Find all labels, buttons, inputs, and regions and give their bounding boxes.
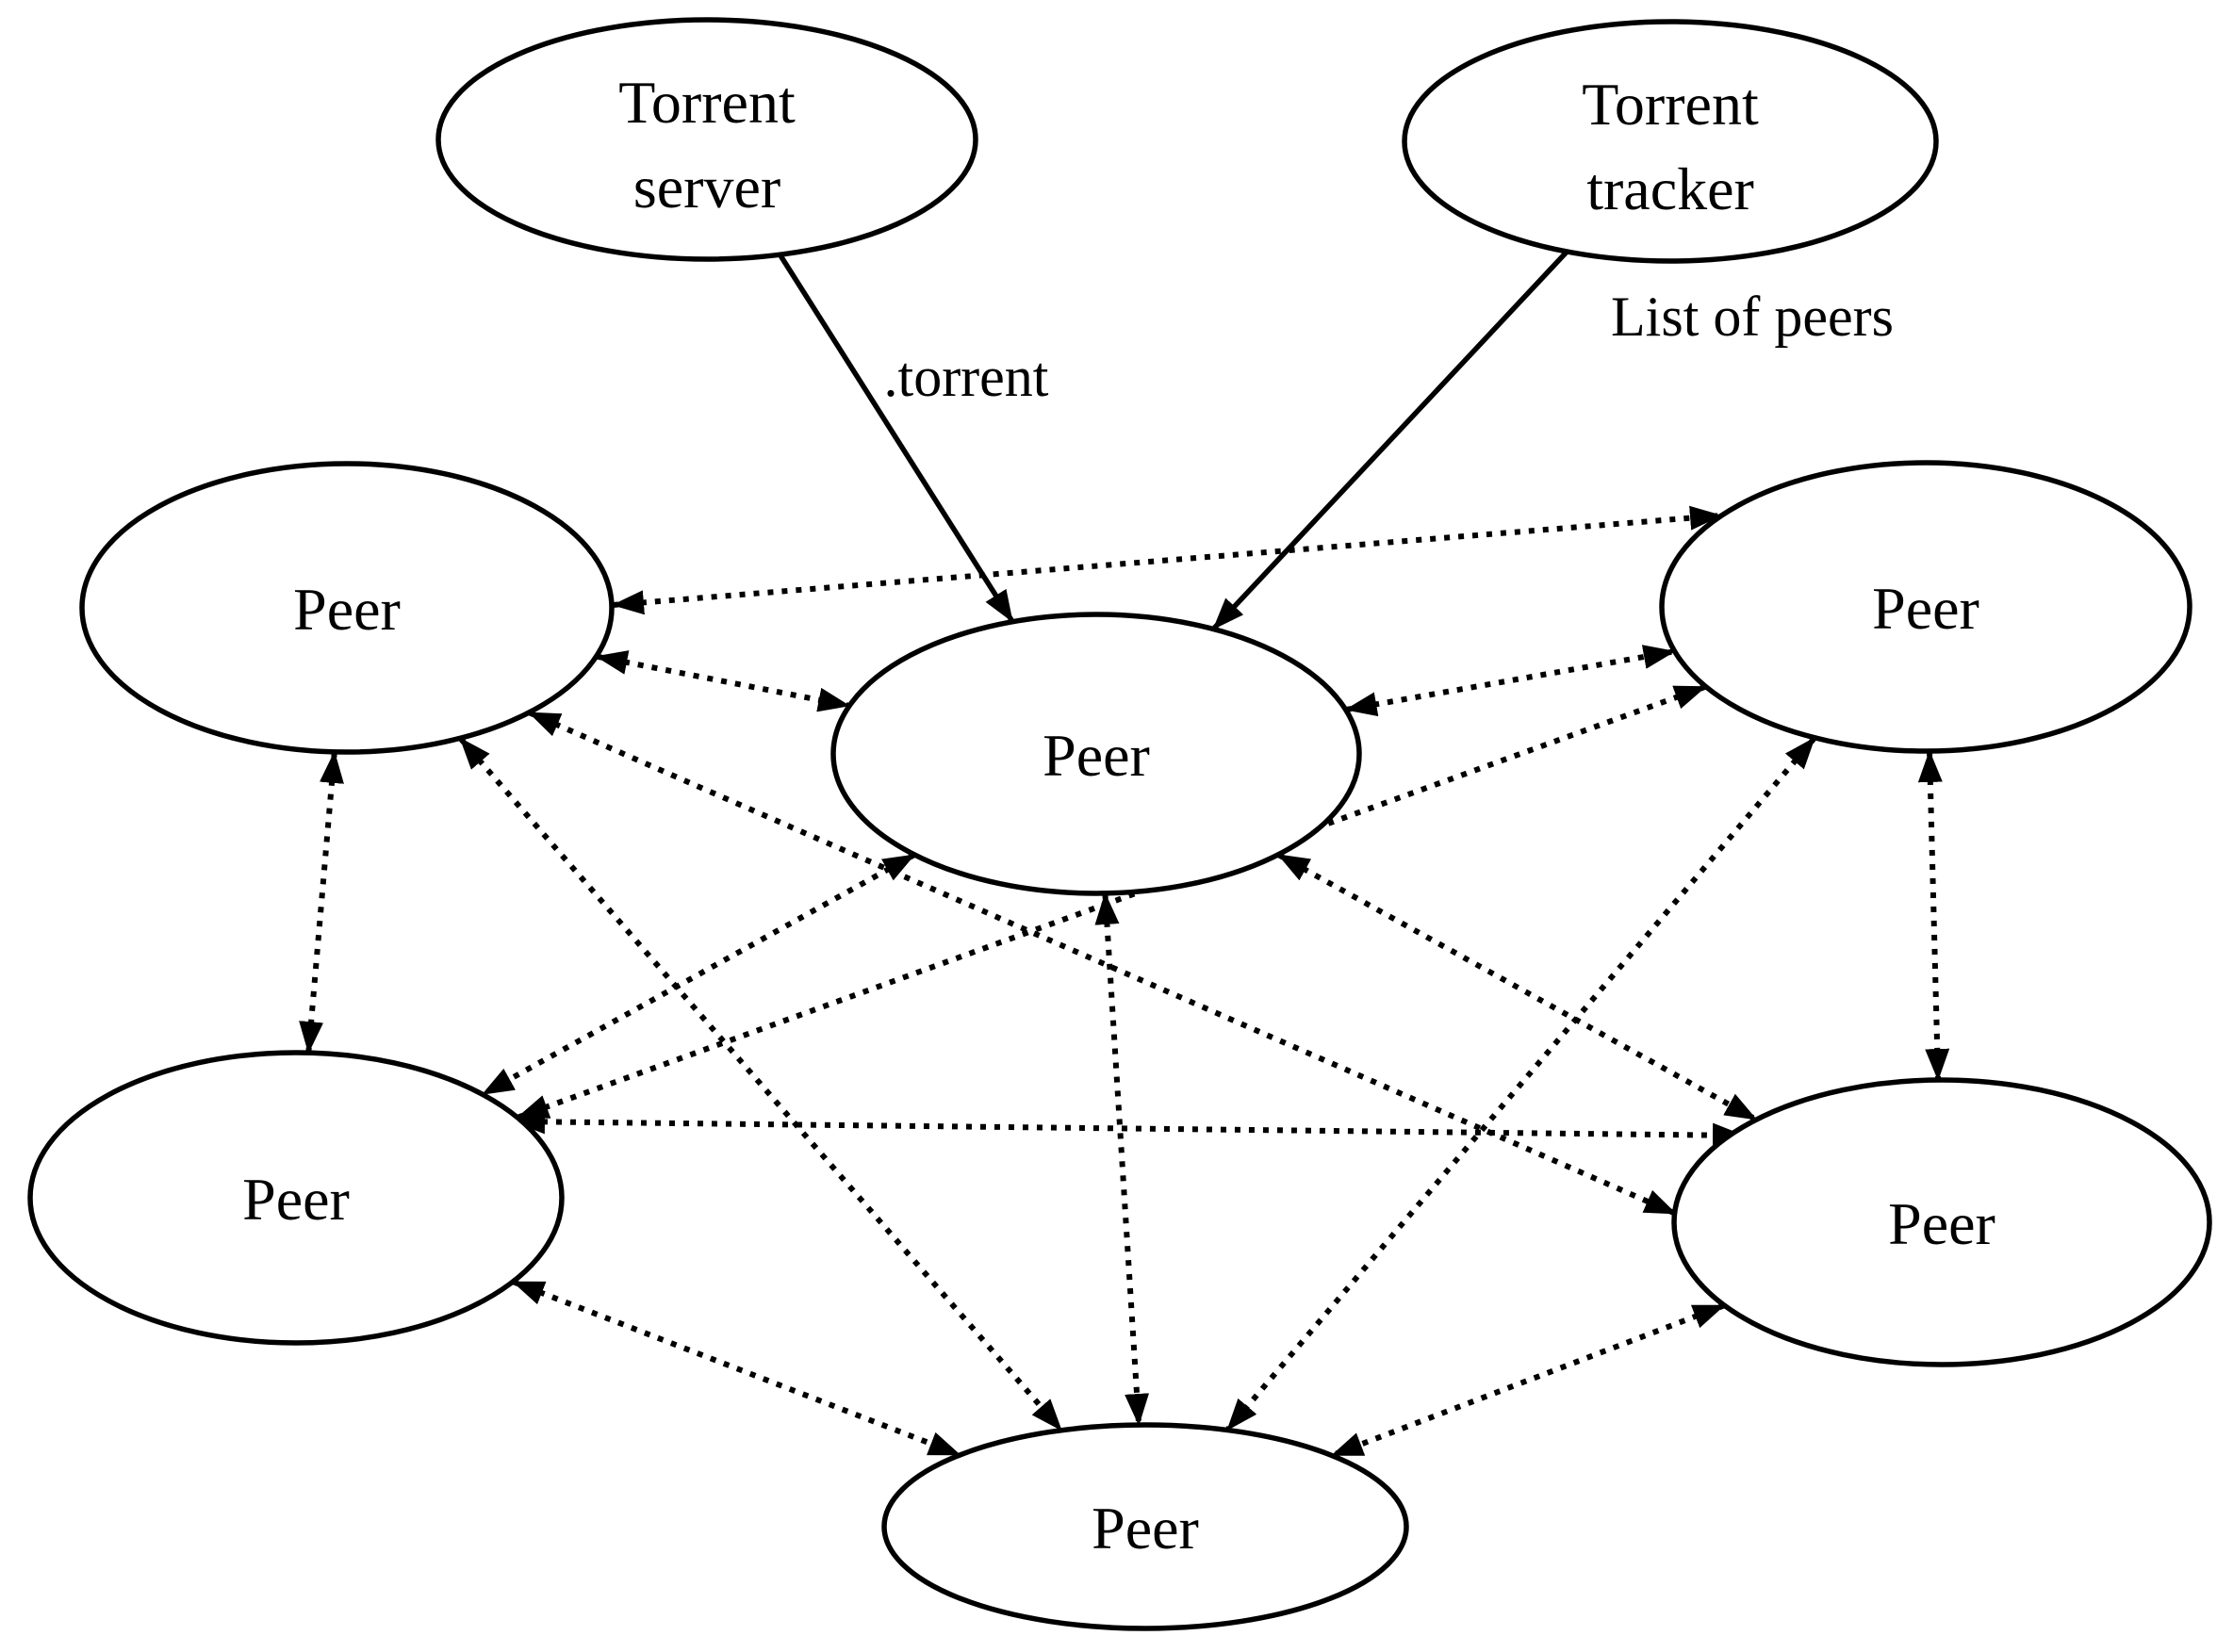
torrent-server-ellipse — [435, 17, 978, 262]
peer-center-ellipse — [830, 612, 1362, 896]
edge-peer-center--peer-top-right — [1344, 645, 1676, 717]
peer-top-right-label: Peer — [1872, 575, 1979, 642]
peer-top-left-ellipse — [79, 461, 615, 755]
edge-peer-center--peer-bottom-center — [1094, 891, 1150, 1427]
edge-peer-top-left--peer-top-right — [612, 505, 1722, 615]
torrent-server-label: server — [633, 154, 780, 221]
torrent-file-label: .torrent — [884, 346, 1049, 408]
peer-bottom-center-ellipse — [881, 1422, 1409, 1631]
peer-bottom-left-ellipse — [27, 1050, 565, 1346]
edge-peer-center--peer-bottom-left — [481, 852, 916, 1097]
peer-bottom-left-label: Peer — [242, 1166, 350, 1233]
edge-peer-top-right--peer-bottom-right — [1917, 749, 1950, 1082]
edge-peer-center--peer-bottom-right — [1276, 852, 1758, 1122]
edge-peer-top-left--peer-bottom-left — [299, 750, 344, 1055]
torrent-tracker-ellipse — [1402, 19, 1939, 264]
torrent-tracker-label: tracker — [1586, 155, 1754, 222]
peer-bottom-right-label: Peer — [1888, 1190, 1995, 1257]
list-of-peers-label: List of peers — [1611, 286, 1894, 348]
edge-peer-top-left--peer-center — [595, 650, 851, 712]
edge-torrent-tracker--peer-center — [1211, 250, 1569, 631]
node-peer-bottom-center: Peer — [881, 1422, 1409, 1631]
node-peer-top-right: Peer — [1659, 460, 2192, 754]
peer-center-label: Peer — [1043, 722, 1150, 789]
node-peer-bottom-left: Peer — [27, 1050, 565, 1346]
edge-peer-bottom-left--peer-bottom-right — [513, 1109, 1745, 1148]
labels-layer: .torrent List of peers — [884, 286, 1894, 408]
edges-layer — [299, 250, 1950, 1459]
node-peer-top-left: Peer — [79, 461, 615, 755]
torrent-server-label: Torrent — [618, 69, 796, 136]
node-peer-center: Peer — [830, 612, 1362, 896]
peer-bottom-right-ellipse — [1671, 1077, 2212, 1367]
peer-top-right-ellipse — [1659, 460, 2192, 754]
edge-peer-top-right--peer-bottom-center — [1224, 735, 1817, 1432]
node-torrent-server: Torrent server — [435, 17, 978, 262]
edge-peer-bottom-left--peer-bottom-center — [511, 1279, 961, 1458]
peer-top-left-label: Peer — [293, 576, 401, 643]
nodes-layer: TorrentserverTorrenttrackerPeerPeerPeerP… — [27, 17, 2212, 1631]
torrent-tracker-label: Torrent — [1582, 71, 1759, 138]
edge-peer-bottom-right--peer-bottom-center — [1330, 1302, 1726, 1459]
peer-bottom-center-label: Peer — [1092, 1495, 1199, 1562]
edge-peer-top-left--peer-bottom-center — [457, 736, 1064, 1432]
edge-torrent-server--peer-center — [778, 253, 1015, 624]
node-torrent-tracker: Torrent tracker — [1402, 19, 1939, 264]
node-peer-bottom-right: Peer — [1671, 1077, 2212, 1367]
